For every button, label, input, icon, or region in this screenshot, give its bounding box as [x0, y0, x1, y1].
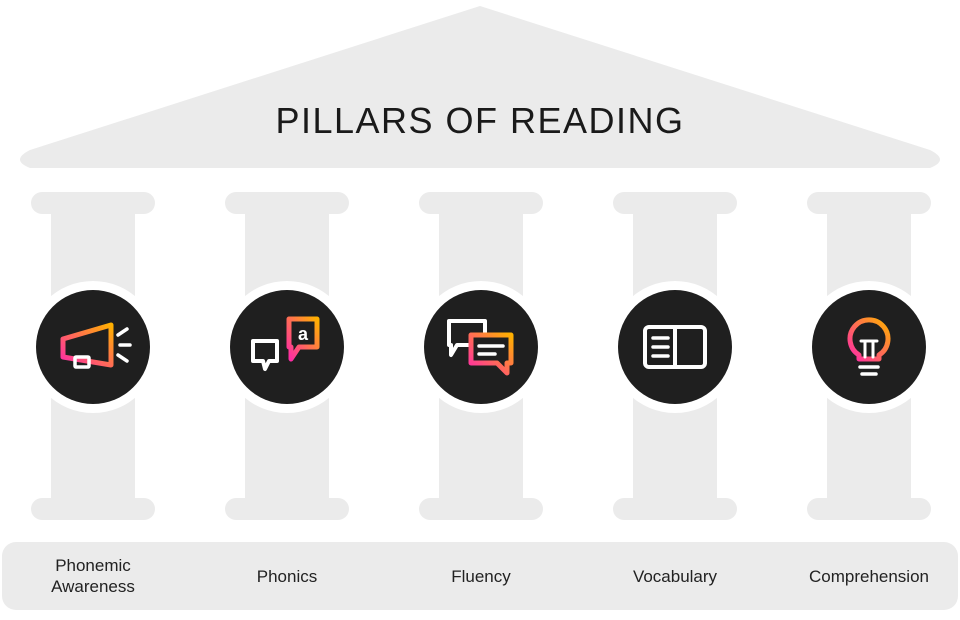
pillar-label-line: Comprehension [808, 566, 929, 586]
letter-speech-bubbles-icon: a [221, 281, 353, 413]
pillar-base [225, 498, 349, 520]
pillar-label-line: Awareness [51, 577, 135, 596]
pillar-label-line: Fluency [451, 566, 511, 586]
pillar-label: Phonics [202, 548, 372, 604]
pillar-label: Vocabulary [590, 548, 760, 604]
pillar-label: Comprehension [784, 548, 954, 604]
open-book-icon [609, 281, 741, 413]
pillar-base [807, 498, 931, 520]
temple-base [2, 542, 958, 610]
pillar-label-line: Vocabulary [632, 566, 718, 586]
temple-roof [20, 6, 940, 168]
pillar-base [419, 498, 543, 520]
pillar-label-line: Phonics [256, 566, 318, 586]
megaphone-icon [27, 281, 159, 413]
pillar-base [613, 498, 737, 520]
pillar-label: Fluency [396, 548, 566, 604]
diagram-title: PILLARS OF READING [275, 100, 685, 141]
chat-bubbles-icon [415, 281, 547, 413]
pillar-label-line: Phonemic [55, 556, 131, 575]
phonics-letter: a [298, 324, 309, 344]
pillar-base [31, 498, 155, 520]
lightbulb-icon [803, 281, 935, 413]
